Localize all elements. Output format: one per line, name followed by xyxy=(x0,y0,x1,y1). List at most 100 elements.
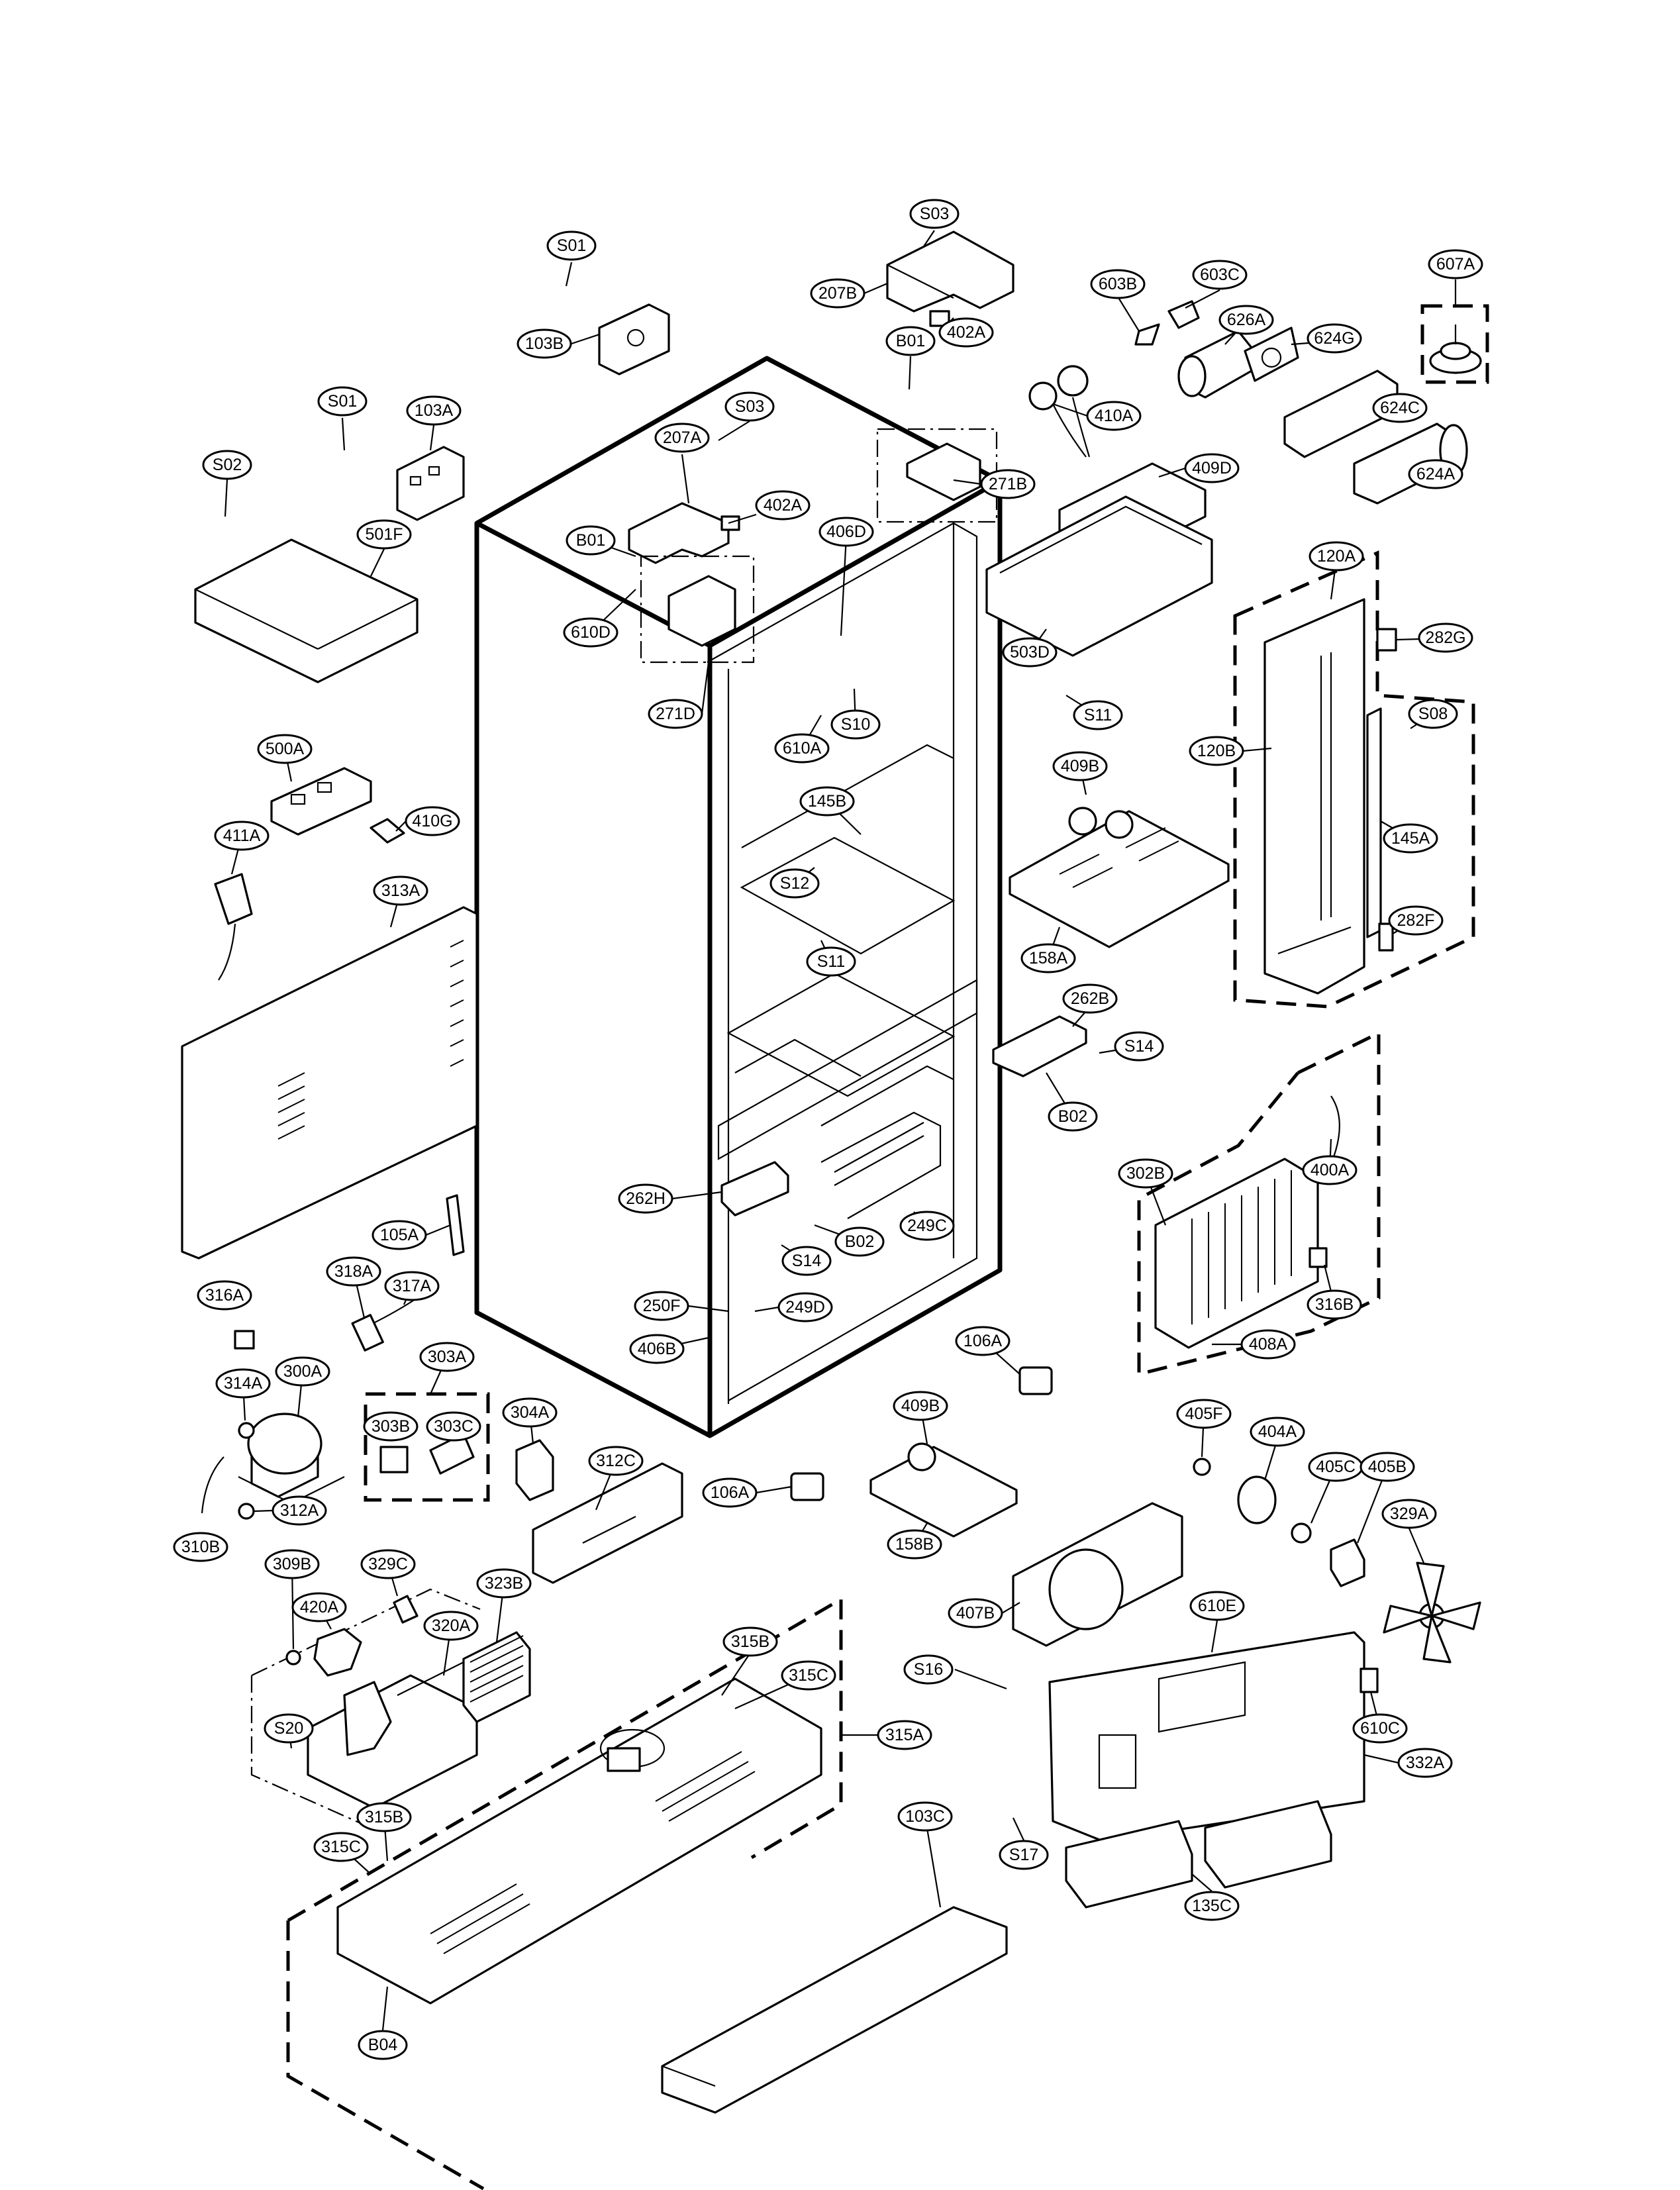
part-callout: 407B xyxy=(948,1598,1003,1628)
svg-text:410A: 410A xyxy=(1095,407,1134,425)
part-callout: S14 xyxy=(781,1246,832,1276)
svg-text:317A: 317A xyxy=(393,1277,432,1295)
part-callout: B02 xyxy=(1048,1101,1098,1132)
cabinet-body xyxy=(474,356,1003,1438)
part-callout: 302B xyxy=(1118,1158,1173,1189)
condenser-323b xyxy=(462,1631,531,1723)
part-callout: 304A xyxy=(502,1397,558,1428)
part-callout: 250F xyxy=(634,1291,689,1321)
svg-text:400A: 400A xyxy=(1310,1161,1350,1179)
washer-405f xyxy=(1193,1458,1211,1476)
part-callout: 106A xyxy=(955,1326,1011,1356)
front-hinge-cover-103a xyxy=(396,446,465,521)
svg-text:329A: 329A xyxy=(1390,1505,1429,1523)
part-callout: 409D xyxy=(1184,453,1240,483)
part-callout: 409B xyxy=(1052,751,1108,781)
bracket-282f xyxy=(1378,922,1394,952)
duct-cover-145a xyxy=(1366,707,1382,938)
svg-text:B01: B01 xyxy=(896,332,925,350)
part-callout: S03 xyxy=(724,391,775,422)
svg-text:300A: 300A xyxy=(283,1362,322,1381)
part-callout: 410G xyxy=(405,806,460,836)
wire-harness-410a xyxy=(1028,365,1091,458)
hinge-262h xyxy=(720,1161,789,1217)
svg-text:314A: 314A xyxy=(224,1374,263,1393)
lamp-tray-158b xyxy=(869,1442,1018,1538)
svg-text:624A: 624A xyxy=(1416,465,1456,483)
svg-text:303B: 303B xyxy=(371,1417,410,1436)
svg-text:603C: 603C xyxy=(1200,266,1240,284)
svg-text:315A: 315A xyxy=(885,1726,924,1744)
svg-text:120B: 120B xyxy=(1197,742,1236,760)
part-callout: 303A xyxy=(419,1342,475,1372)
cover-312c xyxy=(532,1462,683,1584)
part-callout: 624A xyxy=(1408,459,1463,489)
part-callout: 316A xyxy=(197,1280,252,1311)
part-callout: S14 xyxy=(1114,1031,1164,1062)
part-callout: S01 xyxy=(317,386,368,417)
svg-text:145A: 145A xyxy=(1391,829,1430,848)
svg-text:302B: 302B xyxy=(1126,1164,1165,1183)
leveler-106a-mid xyxy=(790,1472,824,1501)
part-callout: 207B xyxy=(810,278,865,309)
hinge-262b xyxy=(992,1015,1087,1077)
top-cover-501f xyxy=(194,538,419,683)
bracket-603b xyxy=(1134,323,1160,346)
pad-316a xyxy=(234,1330,255,1350)
bracket-624g xyxy=(1244,326,1299,382)
part-callout: 610D xyxy=(563,617,618,648)
evaporator-group xyxy=(1137,1030,1381,1377)
svg-text:315C: 315C xyxy=(321,1838,361,1856)
bracket-405b xyxy=(1330,1538,1365,1587)
toe-grille-103c xyxy=(661,1906,1008,2114)
part-callout: 329A xyxy=(1381,1499,1437,1529)
svg-text:B02: B02 xyxy=(845,1232,874,1251)
svg-text:B01: B01 xyxy=(576,531,605,550)
svg-text:404A: 404A xyxy=(1258,1422,1297,1441)
part-callout: S03 xyxy=(909,199,960,229)
part-callout: 411A xyxy=(214,821,270,851)
part-callout: 332A xyxy=(1397,1748,1453,1778)
svg-text:320A: 320A xyxy=(432,1617,471,1635)
hinge-271b xyxy=(876,428,998,523)
svg-text:624G: 624G xyxy=(1314,329,1354,348)
svg-text:S10: S10 xyxy=(841,715,870,734)
part-callout: 103A xyxy=(406,395,462,426)
svg-text:610A: 610A xyxy=(783,739,822,758)
svg-text:S01: S01 xyxy=(557,236,586,255)
part-callout: S11 xyxy=(806,946,856,977)
part-callout: 408A xyxy=(1240,1329,1296,1360)
svg-text:S14: S14 xyxy=(1124,1037,1154,1056)
fan-guard-420a xyxy=(313,1628,362,1677)
relay-group-303a xyxy=(364,1392,490,1502)
motor-626a xyxy=(1177,330,1253,399)
svg-text:405B: 405B xyxy=(1368,1458,1407,1476)
svg-text:312C: 312C xyxy=(596,1452,636,1470)
part-callout: S12 xyxy=(769,868,820,899)
fan-motor-404a xyxy=(1237,1475,1277,1524)
svg-text:316B: 316B xyxy=(1315,1295,1354,1314)
part-callout: S02 xyxy=(202,450,252,480)
part-callout: 317A xyxy=(384,1271,440,1301)
part-callout: 607A xyxy=(1428,249,1483,279)
svg-text:S20: S20 xyxy=(274,1719,303,1738)
part-callout: 262B xyxy=(1062,983,1118,1014)
compressor-300a xyxy=(238,1413,345,1505)
power-cord-411a xyxy=(214,873,253,981)
svg-text:402A: 402A xyxy=(947,323,986,342)
bracket-282g xyxy=(1376,628,1397,652)
part-callout: 320A xyxy=(423,1611,479,1641)
svg-text:411A: 411A xyxy=(223,826,261,845)
svg-text:303C: 303C xyxy=(434,1417,473,1436)
svg-text:S12: S12 xyxy=(780,874,809,893)
svg-text:282F: 282F xyxy=(1397,911,1435,930)
svg-text:610C: 610C xyxy=(1360,1719,1400,1738)
svg-text:S02: S02 xyxy=(213,456,242,474)
fan-shroud-407b xyxy=(1012,1502,1183,1647)
tube-310b xyxy=(201,1456,224,1514)
screw-309b xyxy=(285,1650,301,1666)
svg-text:315C: 315C xyxy=(789,1666,828,1685)
svg-text:B04: B04 xyxy=(368,2036,398,2054)
svg-text:409B: 409B xyxy=(901,1397,940,1415)
part-callout: 406D xyxy=(818,517,874,547)
